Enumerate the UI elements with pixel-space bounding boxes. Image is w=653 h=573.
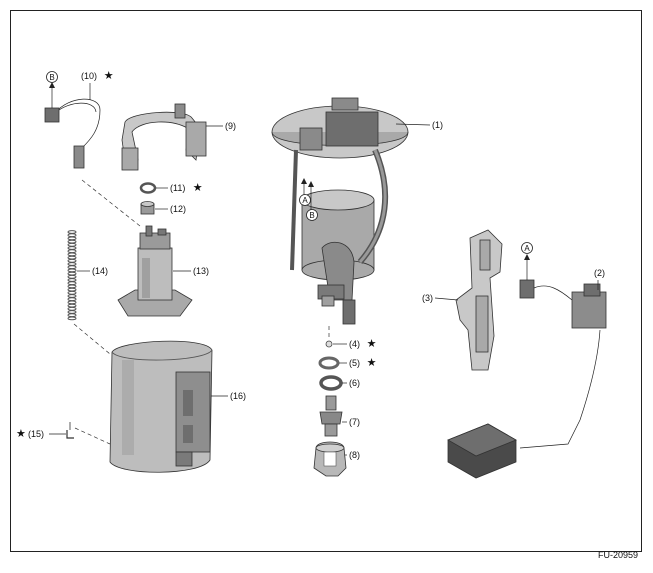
- part-label-14: (14): [77, 266, 108, 276]
- star-icon: ★: [193, 181, 203, 194]
- marker-circle: [521, 242, 533, 254]
- seal-part-5: [318, 356, 340, 370]
- band-part-9: [121, 103, 207, 171]
- cap-part-12: [140, 201, 155, 215]
- harness-part-10: [44, 82, 101, 169]
- connector-marker-a: A: [521, 242, 533, 254]
- part-number-label: (1): [432, 120, 443, 130]
- valve-part-7: [319, 395, 343, 437]
- clip-part-15: [66, 422, 74, 439]
- figure-code: FU-20959: [598, 550, 638, 560]
- marker-letter: B: [309, 211, 314, 220]
- part-number-label: (9): [225, 121, 236, 131]
- marker-letter: A: [302, 196, 308, 205]
- part-number-label: (16): [230, 391, 246, 401]
- bracket-part-3: [455, 229, 503, 371]
- connector-marker-a: A: [299, 194, 311, 206]
- sender-unit-part-1: [271, 97, 409, 325]
- part-label-8: (8): [345, 450, 360, 460]
- part-label-1: (1): [395, 120, 443, 130]
- star-icon: ★: [367, 337, 377, 350]
- part-number-label: (8): [349, 450, 360, 460]
- part-number-label: (3): [422, 293, 433, 303]
- part-label-11: (11) ★: [156, 181, 203, 194]
- part-label-9: (9): [206, 121, 236, 131]
- holder-part-8: [313, 441, 347, 477]
- part-number-label: (13): [193, 266, 209, 276]
- part-label-12: (12): [155, 204, 186, 214]
- connector-marker-b: B: [46, 71, 58, 83]
- star-icon: ★: [367, 356, 377, 369]
- part-number-label: (4): [349, 339, 360, 349]
- part-number-label: (2): [594, 268, 605, 278]
- marker-letter: A: [524, 244, 530, 253]
- marker-circle: [46, 71, 58, 83]
- part-label-2: (2): [594, 268, 605, 290]
- diagram-frame: [10, 10, 642, 552]
- oring-part-11: [139, 182, 157, 194]
- part-label-7: (7): [342, 417, 360, 427]
- part-label-10: (10) ★: [81, 69, 114, 100]
- part-label-13: (13): [173, 266, 209, 276]
- assembly-guide-lines: [73, 179, 141, 445]
- part-label-4: (4) ★: [333, 337, 377, 350]
- part-label-6: (6): [342, 378, 360, 388]
- leader-line: [395, 123, 431, 126]
- part-number-label: (5): [349, 358, 360, 368]
- ball-part-4: [325, 340, 333, 348]
- star-icon: ★: [104, 69, 114, 82]
- ring-part-6: [319, 375, 343, 391]
- part-number-label: (7): [349, 417, 360, 427]
- part-label-16: (16): [211, 391, 246, 401]
- part-label-3: (3): [422, 293, 459, 303]
- part-number-label: (10): [81, 71, 97, 81]
- marker-circle: [306, 209, 318, 221]
- connector-marker-b: B: [306, 209, 318, 221]
- star-icon: ★: [16, 427, 26, 440]
- marker-circle: [299, 194, 311, 206]
- marker-letter: B: [49, 73, 54, 82]
- part-number-label: (6): [349, 378, 360, 388]
- part-number-label: (15): [28, 429, 44, 439]
- part-label-5: (5) ★: [339, 356, 377, 369]
- part-number-label: (14): [92, 266, 108, 276]
- pump-part-13: [117, 225, 193, 317]
- level-sender-part-2: [447, 254, 607, 479]
- reservoir-part-16: [109, 340, 213, 473]
- spring-part-14: [67, 230, 77, 321]
- leader-line: [434, 297, 459, 301]
- part-number-label: (12): [170, 204, 186, 214]
- part-label-15: ★(15): [16, 427, 66, 440]
- part-labels: (1)(2)(3)(4)★(5)★(6)(7)(8)(9)(10)★(11)★(…: [16, 69, 605, 460]
- part-number-label: (11): [170, 183, 185, 193]
